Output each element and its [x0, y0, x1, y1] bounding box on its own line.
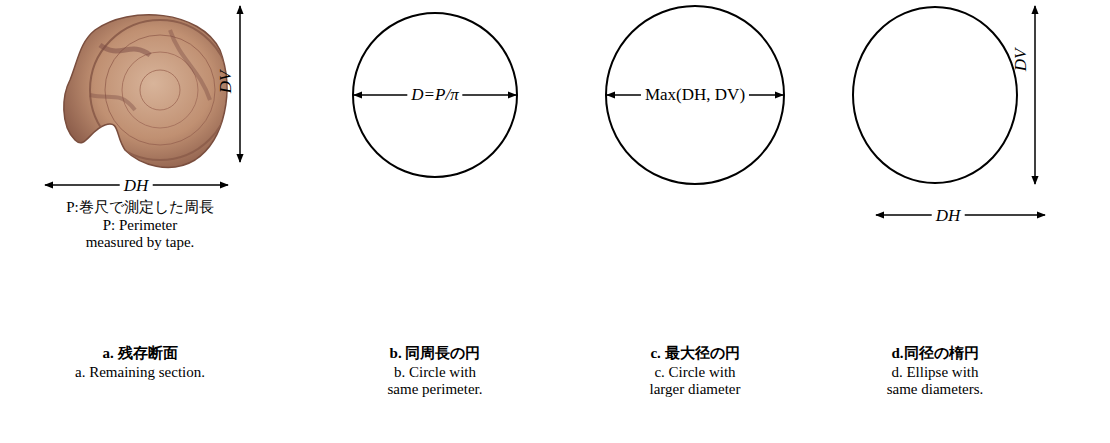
panel-caption: c. 最大径の円: [650, 345, 739, 362]
dimension-label: DH: [932, 206, 965, 226]
circle-border: [606, 6, 784, 184]
note-text: P:巻尺で測定した周長: [15, 199, 265, 216]
panel-caption: b. 同周長の円: [390, 345, 481, 362]
dimension-arrow: [1034, 6, 1036, 184]
circle-shape: Max(DH, DV): [605, 5, 785, 185]
dimension-label: DH: [120, 176, 153, 196]
panel-caption: d. Ellipse with same diameters.: [876, 364, 994, 399]
panel-caption: a. Remaining section.: [40, 364, 240, 381]
circle-border: [353, 13, 517, 177]
ellipse-shape: [853, 7, 1017, 183]
circle-label: D=P/π: [407, 85, 462, 105]
panel-caption: c. Circle with larger diameter: [638, 364, 753, 399]
dimension-arrow: [239, 6, 241, 162]
dimension-label: DV: [216, 71, 236, 94]
panel-caption: d.同径の楕円: [891, 345, 978, 362]
panel-caption: b. Circle with same perimeter.: [378, 364, 493, 399]
panel-caption: a. 残存断面: [103, 345, 178, 362]
note-text: P: Perimeter measured by tape.: [80, 217, 200, 252]
dimension-label: DV: [1011, 49, 1031, 72]
circle-shape: D=P/π: [352, 12, 518, 178]
wood-section: [64, 15, 230, 168]
circle-label: Max(DH, DV): [641, 85, 749, 105]
